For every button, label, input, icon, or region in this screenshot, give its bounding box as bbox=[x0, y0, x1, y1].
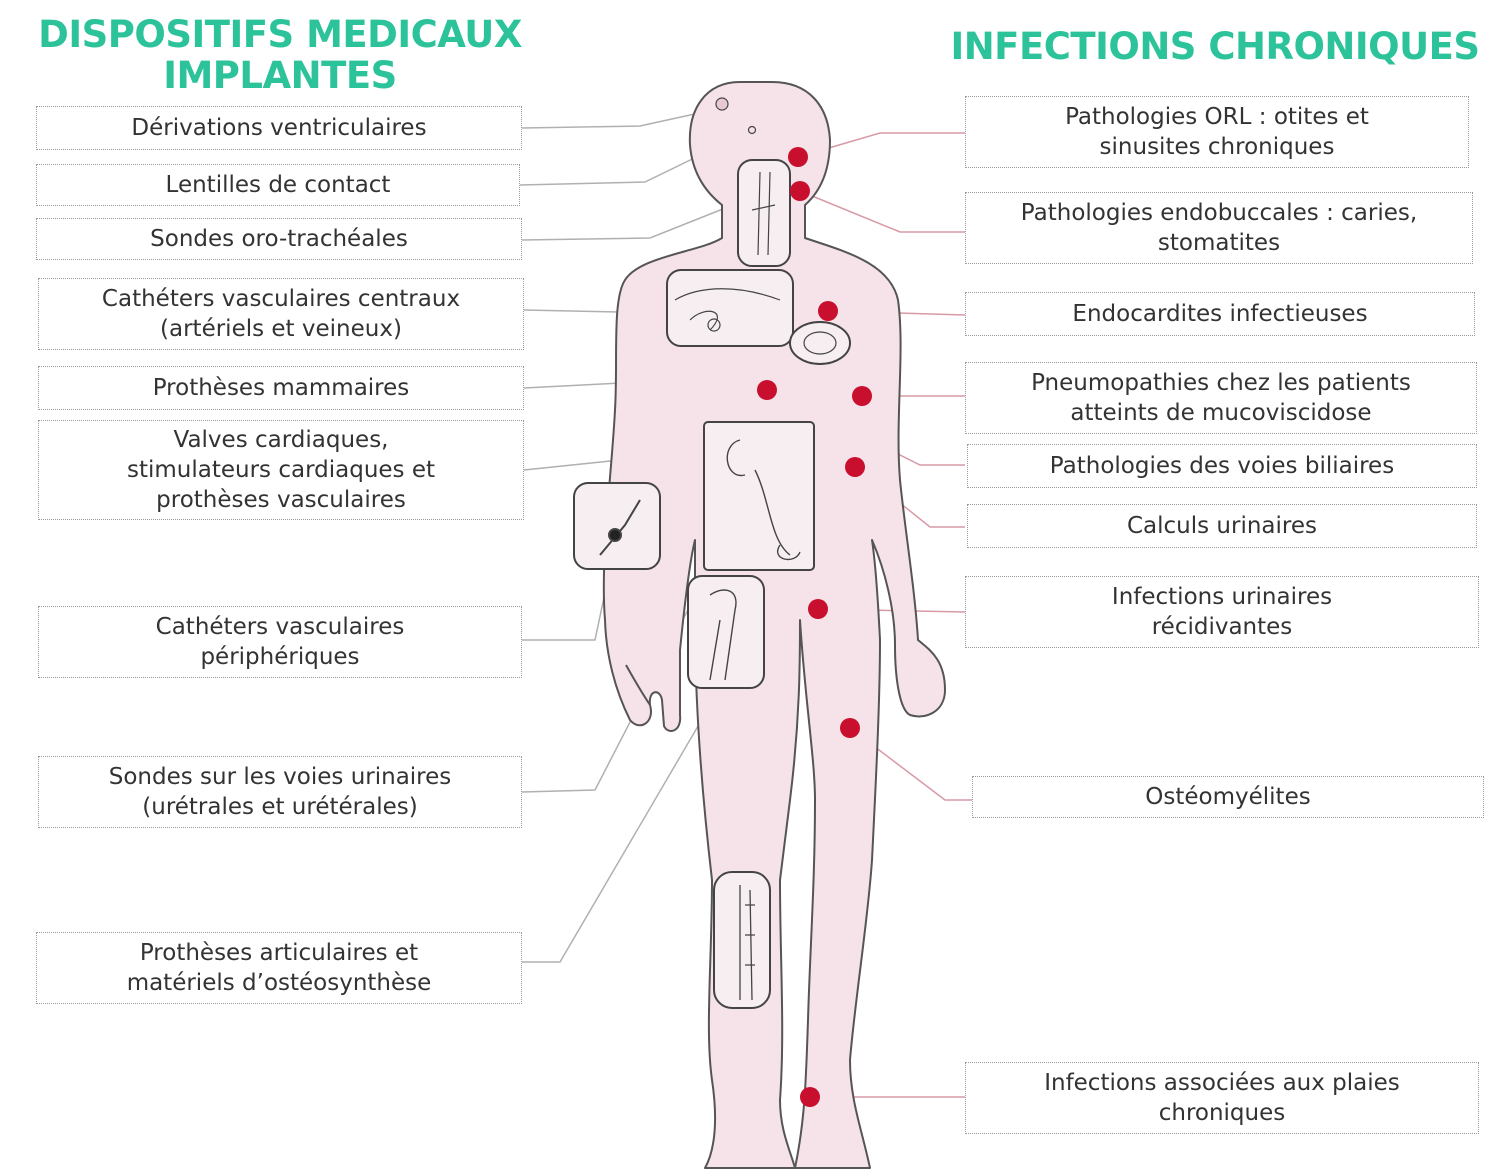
label-line: Prothèses articulaires et bbox=[127, 938, 432, 968]
infection-site-dot bbox=[800, 1087, 820, 1107]
device-label-central-catheters: Cathéters vasculaires centraux (artériel… bbox=[38, 278, 524, 350]
label-line: Pneumopathies chez les patients bbox=[1031, 368, 1411, 398]
label-line: sinusites chroniques bbox=[1065, 132, 1369, 162]
label-line: Pathologies des voies biliaires bbox=[1050, 451, 1394, 481]
label-line: stomatites bbox=[1021, 228, 1417, 258]
label-line: Sondes sur les voies urinaires bbox=[109, 762, 452, 792]
infection-label-chronic-wounds: Infections associées aux plaies chroniqu… bbox=[965, 1062, 1479, 1134]
label-line: périphériques bbox=[156, 642, 405, 672]
inset-pacemaker bbox=[790, 322, 850, 364]
devices-heading-line: DISPOSITIFS MEDICAUX bbox=[30, 14, 530, 55]
device-label-cardiac-valves: Valves cardiaques, stimulateurs cardiaqu… bbox=[38, 420, 524, 520]
label-line: Endocardites infectieuses bbox=[1072, 299, 1367, 329]
label-line: Pathologies ORL : otites et bbox=[1065, 102, 1369, 132]
devices-heading: DISPOSITIFS MEDICAUX IMPLANTES bbox=[30, 14, 530, 97]
infection-site-dot bbox=[840, 718, 860, 738]
infections-heading: INFECTIONS CHRONIQUES bbox=[930, 26, 1500, 67]
infection-label-urinary-infections: Infections urinaires récidivantes bbox=[965, 576, 1479, 648]
infection-label-oral: Pathologies endobuccales : caries, stoma… bbox=[965, 192, 1473, 264]
label-line: atteints de mucoviscidose bbox=[1031, 398, 1411, 428]
infection-site-dot bbox=[788, 147, 808, 167]
label-line: Ostéomyélites bbox=[1145, 782, 1310, 812]
label-line: matériels d’ostéosynthèse bbox=[127, 968, 432, 998]
inset-femur bbox=[714, 872, 770, 1008]
label-line: (urétrales et urétérales) bbox=[109, 792, 452, 822]
label-line: Pathologies endobuccales : caries, bbox=[1021, 198, 1417, 228]
infection-label-biliary: Pathologies des voies biliaires bbox=[967, 444, 1477, 488]
label-line: stimulateurs cardiaques et bbox=[127, 455, 435, 485]
inset-trachea bbox=[738, 160, 790, 266]
label-line: Infections urinaires bbox=[1112, 582, 1332, 612]
infection-site-dot bbox=[818, 301, 838, 321]
label-line: Dérivations ventriculaires bbox=[131, 113, 426, 143]
device-label-urinary-catheters: Sondes sur les voies urinaires (urétrale… bbox=[38, 756, 522, 828]
label-line: Calculs urinaires bbox=[1127, 511, 1317, 541]
device-label-ventricular-shunts: Dérivations ventriculaires bbox=[36, 106, 522, 150]
leader-line-infection bbox=[800, 191, 965, 232]
inset-chest bbox=[667, 270, 793, 346]
label-line: chroniques bbox=[1044, 1098, 1400, 1128]
label-line: Sondes oro-trachéales bbox=[150, 224, 408, 254]
infection-label-ent: Pathologies ORL : otites et sinusites ch… bbox=[965, 96, 1469, 168]
label-line: Cathéters vasculaires centraux bbox=[102, 284, 460, 314]
infection-site-dot bbox=[790, 181, 810, 201]
device-label-joint-prostheses: Prothèses articulaires et matériels d’os… bbox=[36, 932, 522, 1004]
infection-site-dot bbox=[852, 386, 872, 406]
inset-kidney bbox=[704, 422, 814, 570]
infection-label-urinary-stones: Calculs urinaires bbox=[967, 504, 1477, 548]
leader-line-device bbox=[522, 680, 725, 962]
label-line: Valves cardiaques, bbox=[127, 425, 435, 455]
infection-site-dot bbox=[808, 599, 828, 619]
label-line: Lentilles de contact bbox=[166, 170, 391, 200]
infection-site-dot bbox=[845, 457, 865, 477]
device-label-peripheral-catheters: Cathéters vasculaires périphériques bbox=[38, 606, 522, 678]
device-label-orotracheal-tubes: Sondes oro-trachéales bbox=[36, 218, 522, 260]
label-line: récidivantes bbox=[1112, 612, 1332, 642]
label-line: (artériels et veineux) bbox=[102, 314, 460, 344]
label-line: Cathéters vasculaires bbox=[156, 612, 405, 642]
devices-heading-line: IMPLANTES bbox=[30, 55, 530, 96]
infection-label-pneumopathies: Pneumopathies chez les patients atteints… bbox=[965, 362, 1477, 434]
label-line: Infections associées aux plaies bbox=[1044, 1068, 1400, 1098]
device-label-contact-lenses: Lentilles de contact bbox=[36, 164, 520, 206]
label-line: Prothèses mammaires bbox=[153, 373, 410, 403]
infection-label-endocarditis: Endocardites infectieuses bbox=[965, 292, 1475, 336]
infection-label-osteomyelitis: Ostéomyélites bbox=[972, 776, 1484, 818]
infection-site-dot bbox=[757, 380, 777, 400]
device-label-breast-prostheses: Prothèses mammaires bbox=[38, 366, 524, 410]
inset-arm-catheter bbox=[574, 483, 660, 569]
label-line: prothèses vasculaires bbox=[127, 485, 435, 515]
